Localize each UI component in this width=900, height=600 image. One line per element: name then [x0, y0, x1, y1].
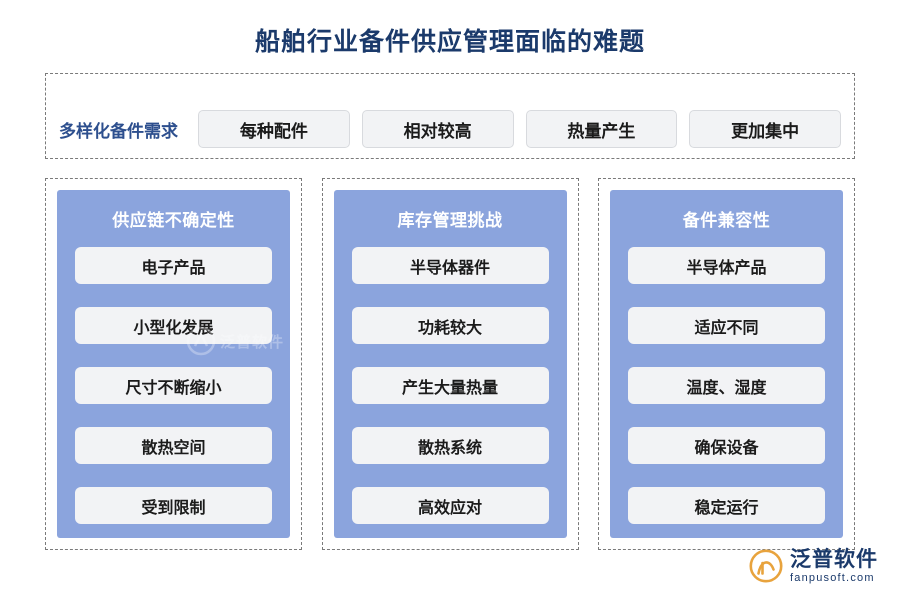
list-item[interactable]: 确保设备 [628, 427, 825, 464]
column-card-inventory: 库存管理挑战 半导体器件 功耗较大 产生大量热量 散热系统 高效应对 [333, 190, 567, 538]
top-section-row: 多样化备件需求 每种配件 相对较高 热量产生 更加集中 [59, 110, 841, 148]
column-container-1: 供应链不确定性 电子产品 小型化发展 尺寸不断缩小 散热空间 受到限制 [45, 178, 302, 550]
top-pill-2[interactable]: 相对较高 [361, 110, 514, 148]
list-item[interactable]: 温度、湿度 [628, 367, 825, 404]
list-item[interactable]: 高效应对 [351, 487, 549, 524]
top-pill-3[interactable]: 热量产生 [525, 110, 678, 148]
list-item[interactable]: 产生大量热量 [351, 367, 549, 404]
column-title-3: 备件兼容性 [682, 211, 771, 230]
list-item[interactable]: 稳定运行 [628, 487, 825, 524]
page-title: 船舶行业备件供应管理面临的难题 [254, 28, 645, 56]
list-item[interactable]: 受到限制 [75, 487, 272, 524]
top-pill-1[interactable]: 每种配件 [198, 110, 350, 148]
top-section-label: 多样化备件需求 [59, 121, 178, 141]
brand-logo-texts: 泛普软件 fanpusoft.com [790, 547, 878, 584]
list-item[interactable]: 适应不同 [628, 307, 825, 344]
top-section-container [45, 73, 855, 159]
list-item[interactable]: 功耗较大 [351, 307, 549, 344]
list-item[interactable]: 散热系统 [351, 427, 549, 464]
column-title-2: 库存管理挑战 [397, 211, 503, 230]
list-item[interactable]: 电子产品 [75, 247, 272, 284]
column-title-1: 供应链不确定性 [112, 211, 235, 230]
brand-logo: 泛普软件 fanpusoft.com [749, 547, 878, 584]
list-item[interactable]: 半导体器件 [351, 247, 549, 284]
column-card-compatibility: 备件兼容性 半导体产品 适应不同 温度、湿度 确保设备 稳定运行 [610, 190, 843, 538]
column-container-3: 备件兼容性 半导体产品 适应不同 温度、湿度 确保设备 稳定运行 [598, 178, 855, 550]
brand-name-cn: 泛普软件 [790, 547, 878, 571]
column-items-1: 电子产品 小型化发展 尺寸不断缩小 散热空间 受到限制 [75, 247, 272, 524]
top-pill-4[interactable]: 更加集中 [689, 110, 841, 148]
brand-logo-icon [749, 549, 783, 583]
brand-name-en: fanpusoft.com [790, 572, 875, 584]
column-card-supply-chain: 供应链不确定性 电子产品 小型化发展 尺寸不断缩小 散热空间 受到限制 [57, 190, 290, 538]
column-container-2: 库存管理挑战 半导体器件 功耗较大 产生大量热量 散热系统 高效应对 [321, 178, 579, 550]
columns-container: 供应链不确定性 电子产品 小型化发展 尺寸不断缩小 散热空间 受到限制 库存管理… [45, 178, 855, 550]
column-items-2: 半导体器件 功耗较大 产生大量热量 散热系统 高效应对 [351, 247, 549, 524]
list-item[interactable]: 小型化发展 [75, 307, 272, 344]
column-items-3: 半导体产品 适应不同 温度、湿度 确保设备 稳定运行 [628, 247, 825, 524]
list-item[interactable]: 半导体产品 [628, 247, 825, 284]
list-item[interactable]: 尺寸不断缩小 [75, 367, 272, 404]
list-item[interactable]: 散热空间 [75, 427, 272, 464]
